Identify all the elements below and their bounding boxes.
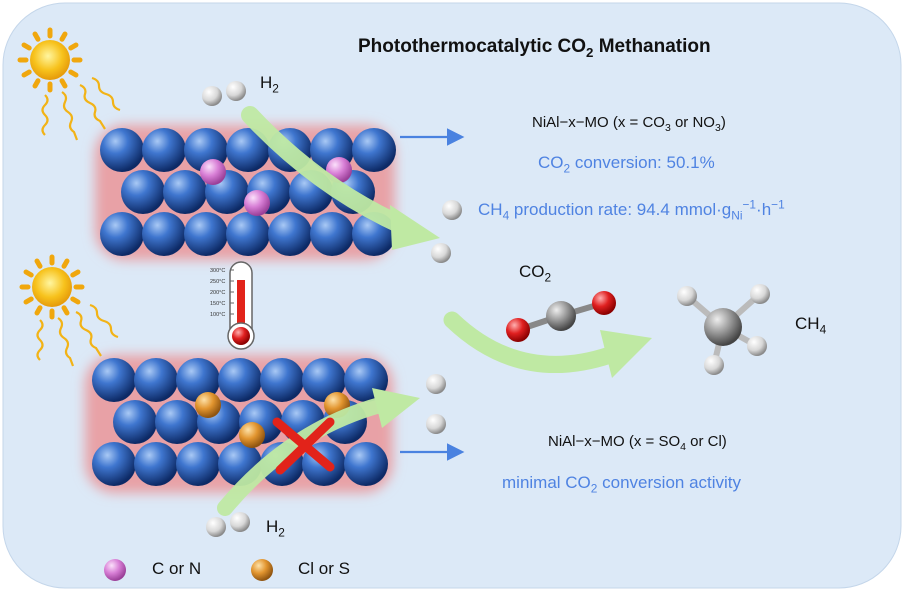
ch4-label: CH4 bbox=[795, 314, 827, 337]
lattice-sphere bbox=[310, 212, 354, 256]
legend-label-c-or-n: C or N bbox=[152, 559, 202, 578]
light-rays-bottom bbox=[36, 303, 119, 367]
lattice-sphere bbox=[352, 128, 396, 172]
legend-label-cl-or-s: Cl or S bbox=[298, 559, 350, 578]
thermo-tick-300: 300°C bbox=[210, 268, 225, 274]
thermometer-icon: 300°C 250°C 200°C 150°C 100°C bbox=[210, 261, 255, 350]
top-catalyst-label: NiAl−x−MO (x = CO3 or NO3) bbox=[532, 114, 726, 134]
lattice-sphere bbox=[113, 400, 157, 444]
thermo-tick-150: 150°C bbox=[210, 301, 225, 307]
green-arrow-top-head bbox=[390, 205, 440, 250]
co2-molecule bbox=[506, 291, 616, 342]
lattice-sphere bbox=[268, 212, 312, 256]
green-arrow-top-body bbox=[241, 106, 417, 237]
ch4-molecule bbox=[677, 284, 770, 375]
h-atom-1 bbox=[442, 200, 462, 220]
h-atom-3 bbox=[426, 374, 446, 394]
lattice-sphere bbox=[176, 358, 220, 402]
lattice-sphere bbox=[176, 442, 220, 486]
h2-molecule-bottom bbox=[206, 512, 250, 537]
lattice-sphere bbox=[155, 400, 199, 444]
lattice-sphere bbox=[260, 358, 304, 402]
lattice-sphere bbox=[121, 170, 165, 214]
lattice-sphere bbox=[92, 358, 136, 402]
h2-label-top: H2 bbox=[260, 73, 279, 96]
dopant-sphere-cl-or-s bbox=[195, 392, 221, 418]
lattice-sphere bbox=[184, 212, 228, 256]
bottom-catalyst-label: NiAl−x−MO (x = SO4 or Cl) bbox=[548, 433, 727, 453]
dopant-sphere-cl-or-s bbox=[239, 422, 265, 448]
minimal-activity-text: minimal CO2 conversion activity bbox=[502, 473, 742, 496]
lattice-sphere bbox=[134, 358, 178, 402]
lattice-sphere bbox=[344, 442, 388, 486]
pink-sphere-icon bbox=[104, 559, 126, 581]
lattice-sphere bbox=[142, 212, 186, 256]
lattice-sphere bbox=[226, 128, 270, 172]
green-arrow-bottom-head bbox=[372, 388, 420, 428]
lattice-sphere bbox=[92, 442, 136, 486]
lattice-sphere bbox=[218, 358, 262, 402]
lattice-sphere bbox=[100, 212, 144, 256]
orange-sphere-icon bbox=[251, 559, 273, 581]
ch4-production-rate-text: CH4 production rate: 94.4 mmol·gNi−1·h−1 bbox=[478, 197, 785, 223]
h2-label-bottom: H2 bbox=[266, 517, 285, 540]
green-arrow-main-body bbox=[443, 311, 619, 373]
h-atom-4 bbox=[426, 414, 446, 434]
lattice-sphere bbox=[142, 128, 186, 172]
sun-icon-bottom bbox=[19, 254, 85, 320]
diagram-title: Photothermocatalytic CO2 Methanation bbox=[358, 36, 711, 60]
h-atom-2 bbox=[431, 243, 451, 263]
lattice-sphere bbox=[163, 170, 207, 214]
thermo-tick-250: 250°C bbox=[210, 279, 225, 285]
lattice-sphere bbox=[226, 212, 270, 256]
lattice-sphere bbox=[134, 442, 178, 486]
thermo-tick-200: 200°C bbox=[210, 290, 225, 296]
co2-conversion-text: CO2 conversion: 50.1% bbox=[538, 153, 715, 176]
sun-icon-top bbox=[17, 27, 83, 93]
green-arrow-main-head bbox=[600, 330, 652, 378]
lattice-sphere bbox=[100, 128, 144, 172]
light-rays-top bbox=[41, 76, 121, 141]
red-cross-icon bbox=[272, 417, 335, 475]
bottom-lattice bbox=[92, 358, 388, 486]
dopant-sphere-c-or-n bbox=[244, 190, 270, 216]
lattice-sphere bbox=[302, 358, 346, 402]
thermo-tick-100: 100°C bbox=[210, 312, 225, 318]
h2-molecule-top bbox=[202, 81, 246, 106]
dopant-sphere-c-or-n bbox=[200, 159, 226, 185]
co2-label: CO2 bbox=[519, 262, 552, 285]
